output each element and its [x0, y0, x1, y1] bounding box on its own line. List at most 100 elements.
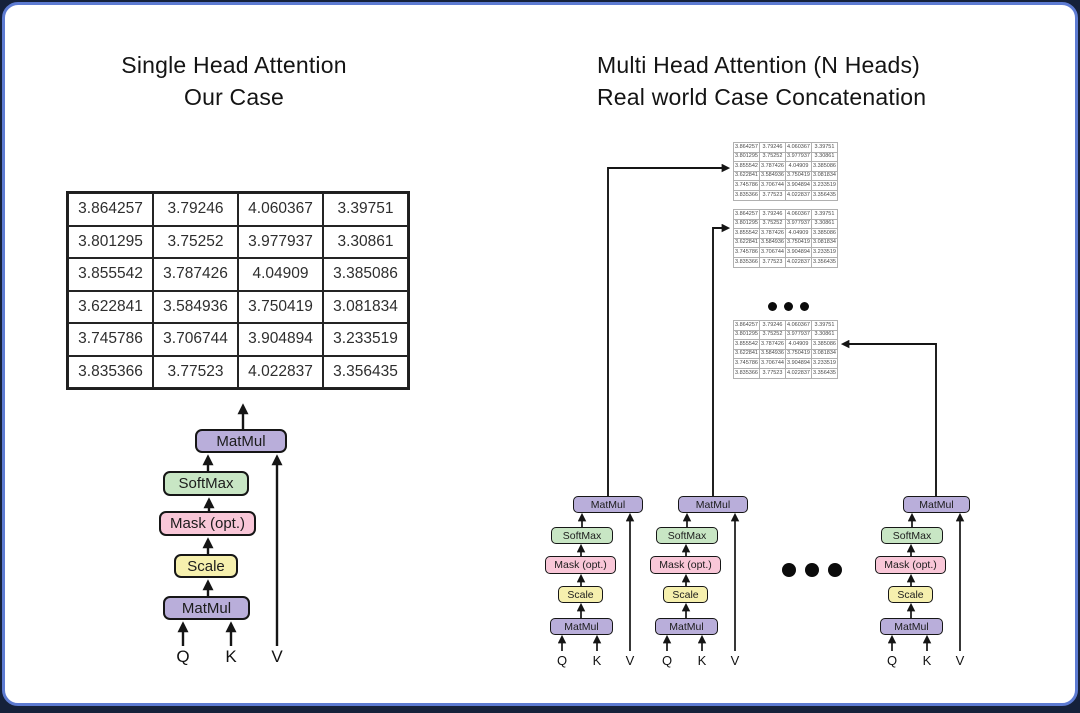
matmul-top-box: MatMul [573, 496, 643, 513]
matrix-cell: 3.622841 [733, 237, 760, 249]
matrix-cell: 4.060367 [238, 193, 323, 226]
matrix-cell: 3.584936 [153, 290, 238, 323]
matmul-bottom-box: MatMul [655, 618, 718, 635]
matrix-cell: 3.385086 [811, 339, 838, 350]
scale-label: Scale [187, 557, 225, 575]
matrix-cell: 3.233519 [811, 358, 838, 369]
matrix-cell: 3.79246 [153, 193, 238, 226]
matrix-cell: 3.801295 [68, 225, 153, 258]
matrix-cell: 3.30861 [811, 218, 838, 230]
left-title-line2: Our Case [183, 84, 285, 110]
matmul-bottom-box: MatMul [550, 618, 613, 635]
matrix-cell: 4.04909 [238, 258, 323, 291]
matrix-cell: 3.855542 [733, 228, 760, 239]
matrix-cell: 3.855542 [733, 339, 760, 350]
matrix-cell: 3.385086 [323, 258, 408, 291]
matrix-cell: 3.904894 [785, 358, 812, 369]
matmul-label: MatMul [894, 620, 929, 633]
scale-box: Scale [888, 586, 933, 603]
matmul-top-box: MatMul [678, 496, 748, 513]
q-input-label: Q [886, 653, 898, 668]
matrix-cell: 3.801295 [733, 218, 760, 230]
matrix-cell: 3.745786 [733, 247, 760, 258]
left-title-line1: Single Head Attention [121, 52, 347, 78]
matrix-cell: 3.750419 [785, 170, 812, 182]
matmul-top-box: MatMul [195, 429, 287, 453]
matrix-cell: 3.77523 [759, 367, 786, 379]
matrix-cell: 3.081834 [811, 170, 838, 182]
matrix-cell: 4.022837 [238, 355, 323, 388]
matrix-cell: 3.385086 [811, 228, 838, 239]
matrix-cell: 3.622841 [733, 170, 760, 182]
matrix-cell: 4.022837 [785, 189, 812, 201]
matrix-cell: 3.706744 [759, 247, 786, 258]
matrix-cell: 3.835366 [733, 367, 760, 379]
matrix-cell: 3.233519 [323, 323, 408, 356]
matrix-cell: 3.835366 [733, 189, 760, 201]
matrix-cell: 4.060367 [785, 209, 812, 220]
scale-box: Scale [558, 586, 603, 603]
matrix-cell: 3.745786 [733, 180, 760, 191]
ellipsis-dots-matrices [768, 302, 816, 311]
k-input-label: K [225, 647, 237, 666]
matrix-cell: 3.385086 [811, 161, 838, 172]
scale-label: Scale [567, 588, 594, 601]
matrix-cell: 4.022837 [785, 367, 812, 379]
ellipsis-dots-heads [782, 563, 851, 577]
matrix-cell: 3.835366 [68, 355, 153, 388]
mask-box: Mask (opt.) [545, 556, 616, 574]
scale-box: Scale [174, 554, 238, 578]
mask-box: Mask (opt.) [875, 556, 946, 574]
matrix-cell: 3.787426 [759, 339, 786, 350]
matrix-cell: 3.977937 [238, 225, 323, 258]
q-input-label: Q [176, 647, 190, 666]
mask-label: Mask (opt.) [659, 559, 712, 571]
scale-label: Scale [897, 588, 924, 601]
matrix-cell: 3.356435 [323, 355, 408, 388]
softmax-label: SoftMax [667, 529, 707, 542]
v-input-label: V [730, 653, 740, 668]
matmul-label: MatMul [590, 498, 626, 511]
matmul-bottom-box: MatMul [163, 596, 250, 620]
matrix-cell: 3.864257 [733, 142, 760, 153]
right-title-line1: Multi Head Attention (N Heads) [597, 52, 921, 78]
matrix-cell: 3.855542 [68, 258, 153, 291]
matrix-cell: 3.233519 [811, 247, 838, 258]
matrix-cell: 3.706744 [759, 358, 786, 369]
softmax-label: SoftMax [562, 529, 602, 542]
matrix-cell: 4.04909 [785, 228, 812, 239]
matrix-cell: 3.75252 [759, 329, 786, 341]
matrix-cell: 3.864257 [68, 193, 153, 226]
matrix-cell: 3.584936 [759, 170, 786, 182]
matrix-cell: 3.977937 [785, 329, 812, 341]
matrix-cell: 3.584936 [759, 237, 786, 249]
matrix-cell: 3.787426 [759, 228, 786, 239]
matrix-cell: 3.081834 [811, 348, 838, 360]
matrix-cell: 3.39751 [811, 209, 838, 220]
softmax-box: SoftMax [656, 527, 718, 544]
matrix-cell: 3.977937 [785, 218, 812, 230]
softmax-box: SoftMax [881, 527, 943, 544]
matrix-cell: 3.622841 [68, 290, 153, 323]
matrix-cell: 3.77523 [759, 189, 786, 201]
matrix-cell: 3.750419 [785, 237, 812, 249]
q-input-label: Q [556, 653, 568, 668]
matrix-cell: 3.30861 [323, 225, 408, 258]
matrix-cell: 3.75252 [759, 218, 786, 230]
matrix-cell: 3.622841 [733, 348, 760, 360]
matrix-cell: 4.060367 [785, 320, 812, 331]
matrix-cell: 3.904894 [238, 323, 323, 356]
matrix-cell: 3.801295 [733, 329, 760, 341]
